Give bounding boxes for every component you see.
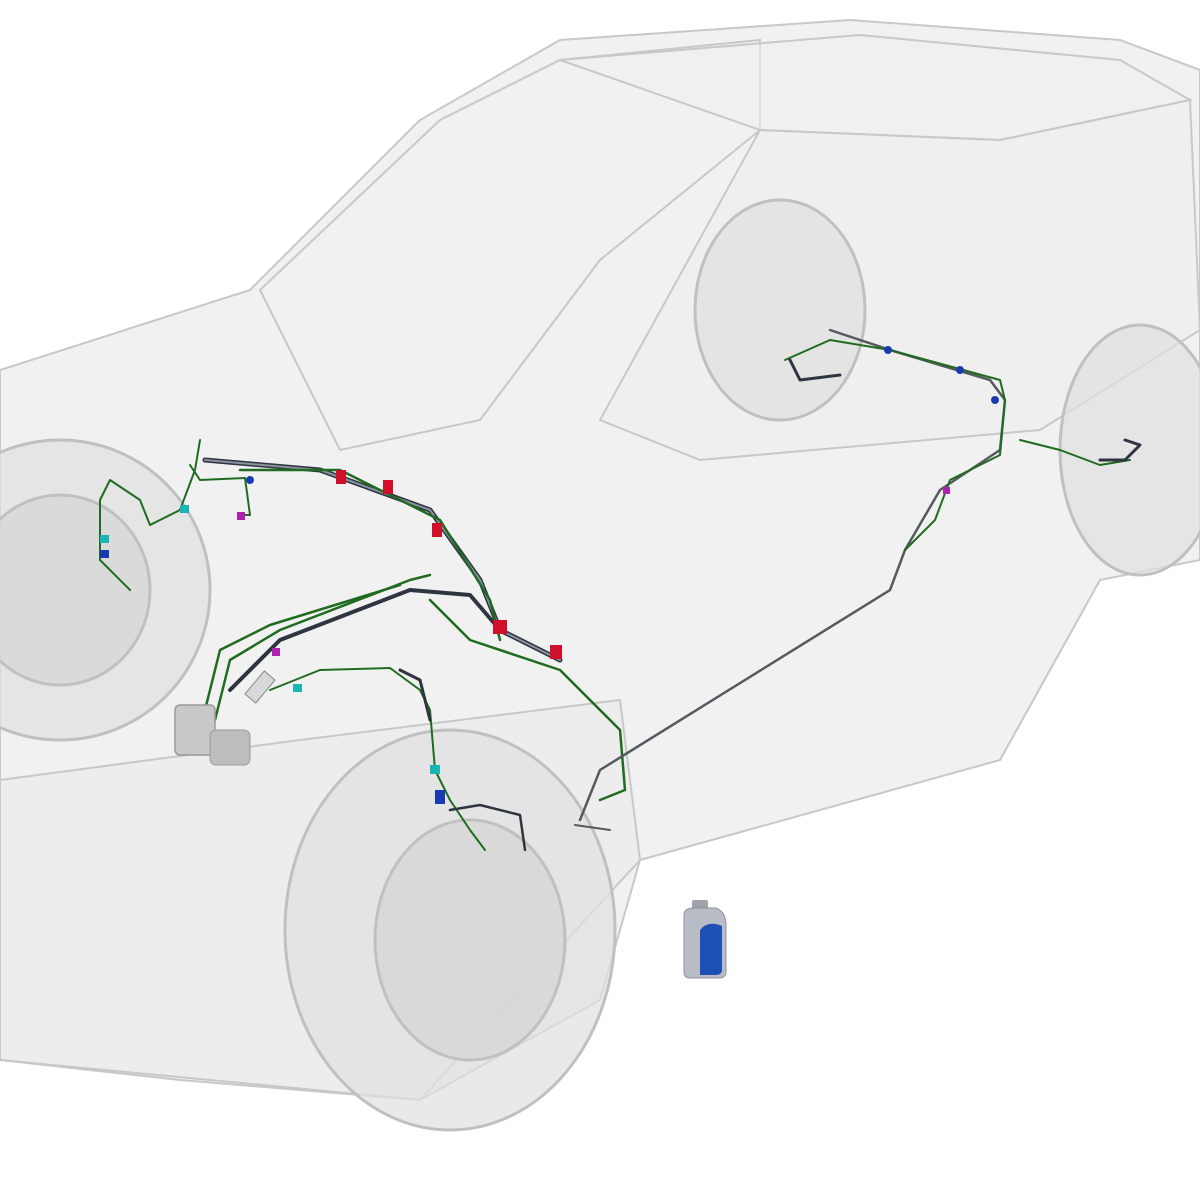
rear-left-wheel <box>693 198 867 422</box>
dark-line-abs <box>228 588 502 692</box>
green-line-rear-left <box>784 339 1006 551</box>
brake-fluid-bottle-icon <box>683 900 727 979</box>
magenta-clips <box>237 487 950 656</box>
green-line-main-rear <box>428 598 627 802</box>
red-clips <box>336 470 562 659</box>
abs-module <box>174 670 276 766</box>
blue-clips <box>100 346 999 804</box>
green-line-front-right <box>269 667 486 851</box>
cyan-clips <box>100 505 440 774</box>
brake-lines <box>99 328 1142 852</box>
wheels <box>0 198 1200 1132</box>
clips <box>100 346 999 804</box>
